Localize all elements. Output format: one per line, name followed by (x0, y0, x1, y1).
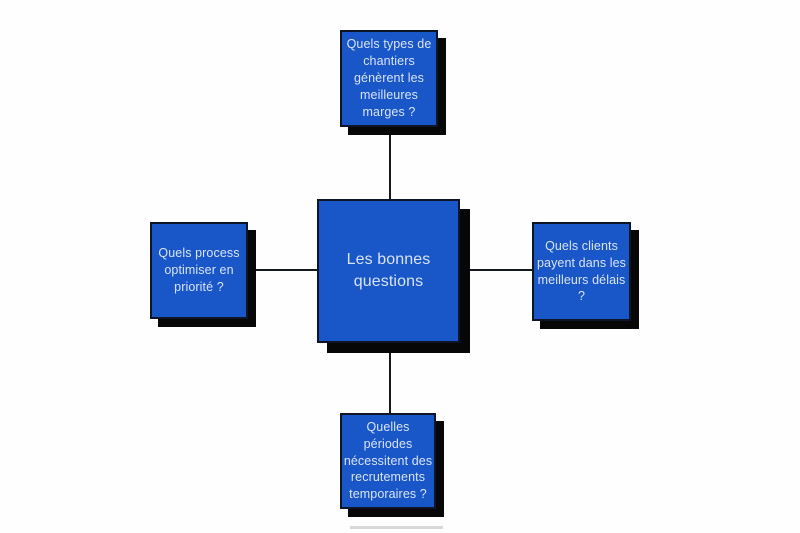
node-question-margins[interactable]: Quels types de chantiers génèrent les me… (340, 30, 438, 127)
node-central-topic[interactable]: Les bonnes questions (317, 199, 460, 343)
node-label: Quelles périodes nécessitent des recrute… (343, 419, 433, 502)
connector-center-to-left (250, 269, 319, 271)
cropped-shape-hint (350, 526, 443, 529)
node-label: Quels process optimiser en priorité ? (158, 246, 240, 294)
node-label: Quels types de chantiers génèrent les me… (346, 37, 432, 119)
connector-center-to-right (458, 269, 534, 271)
connector-center-to-top (389, 125, 391, 201)
connector-center-to-bottom (389, 341, 391, 415)
node-label: Quels clients payent dans les meilleurs … (536, 238, 627, 304)
node-question-clients[interactable]: Quels clients payent dans les meilleurs … (532, 222, 631, 321)
node-label: Les bonnes questions (346, 250, 431, 290)
node-question-process[interactable]: Quels process optimiser en priorité ? (150, 222, 248, 319)
node-question-recruitment[interactable]: Quelles périodes nécessitent des recrute… (340, 413, 436, 509)
